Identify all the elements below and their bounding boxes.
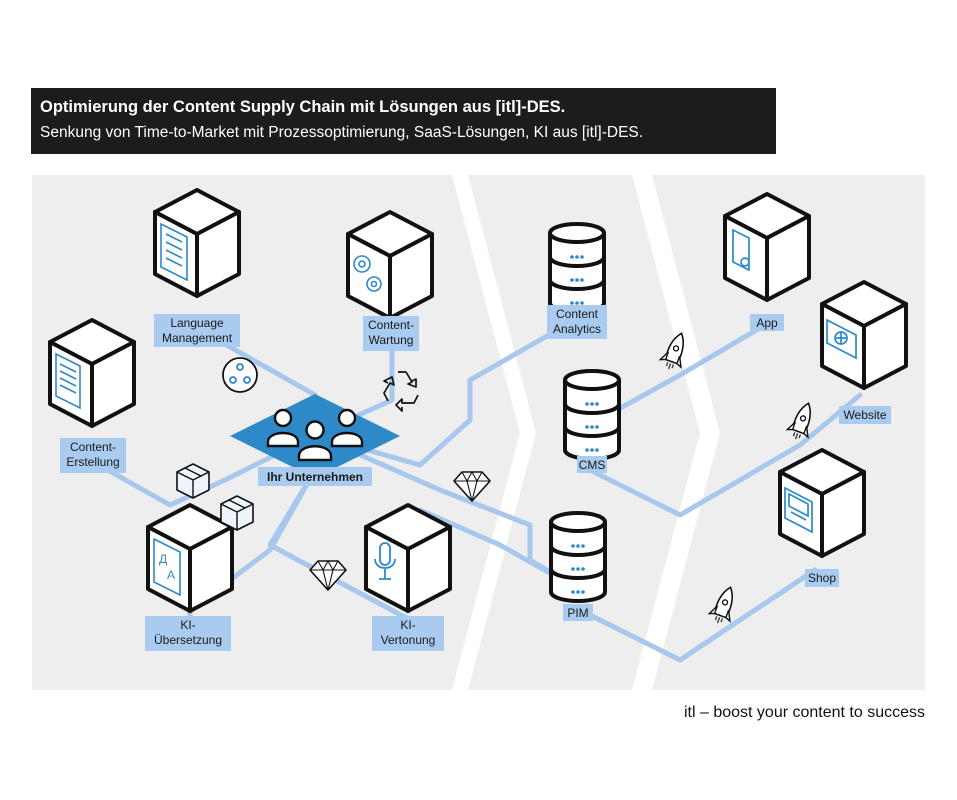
microphone-icon <box>374 542 396 580</box>
gears-icon <box>353 255 382 292</box>
language-management-node: Language Management <box>153 188 241 347</box>
cms-label: CMS <box>579 458 606 472</box>
header-banner: Optimierung der Content Supply Chain mit… <box>31 88 776 154</box>
content-analytics-node: Content Analytics <box>547 222 607 339</box>
smartphone-icon <box>732 228 750 272</box>
page-subtitle: Senkung von Time-to-Market mit Prozessop… <box>40 124 644 141</box>
pim-label: PIM <box>567 606 588 620</box>
content-erstellung-node: Content- Erstellung <box>48 318 136 473</box>
translation-icon: Д A <box>153 537 181 597</box>
svg-text:Д: Д <box>159 552 167 566</box>
database-icon <box>549 511 607 603</box>
document-icon <box>55 352 81 410</box>
ki-uebersetzung-label-2: Übersetzung <box>154 633 222 647</box>
footer-slogan: itl – boost your content to success <box>683 704 925 721</box>
content-wartung-label-2: Wartung <box>369 333 414 347</box>
shop-node: Shop <box>778 448 866 587</box>
recycle-icon <box>383 371 419 412</box>
ki-uebersetzung-label-1: KI- <box>180 618 195 632</box>
company-label-bg <box>258 467 372 486</box>
company-node: Ihr Unternehmen <box>230 394 400 486</box>
language-management-label-2: Management <box>162 331 233 345</box>
content-erstellung-label-2: Erstellung <box>66 455 119 469</box>
company-label: Ihr Unternehmen <box>267 470 363 484</box>
package-icon <box>220 495 254 531</box>
ki-vertonung-node: KI- Vertonung <box>364 503 452 651</box>
shop-label: Shop <box>808 571 836 585</box>
ki-vertonung-label-2: Vertonung <box>381 633 436 647</box>
language-management-label-1: Language <box>170 316 224 330</box>
app-label: App <box>756 316 778 330</box>
content-erstellung-label-1: Content- <box>70 440 116 454</box>
content-analytics-label-2: Analytics <box>553 322 601 336</box>
shop-page-icon <box>784 486 813 534</box>
svg-text:A: A <box>167 568 175 582</box>
ki-vertonung-label-1: KI- <box>400 618 415 632</box>
content-analytics-label-1: Content <box>556 307 599 321</box>
database-icon <box>563 369 621 461</box>
page-title: Optimierung der Content Supply Chain mit… <box>40 98 566 116</box>
ki-uebersetzung-node: Д A KI- Übersetzung <box>145 503 234 651</box>
pim-node: PIM <box>549 511 607 621</box>
people-group-icon <box>266 408 364 462</box>
database-icon <box>548 222 606 314</box>
package-icon <box>176 463 210 499</box>
cms-node: CMS <box>563 369 621 473</box>
content-wartung-label-1: Content- <box>368 318 414 332</box>
website-label: Website <box>843 408 886 422</box>
monitor-globe-icon <box>826 318 857 360</box>
website-node: Website <box>820 280 908 424</box>
checklist-document-icon <box>160 222 188 282</box>
app-node: App <box>723 192 811 331</box>
content-wartung-node: Content- Wartung <box>346 210 434 351</box>
cycle-icon <box>222 357 258 393</box>
